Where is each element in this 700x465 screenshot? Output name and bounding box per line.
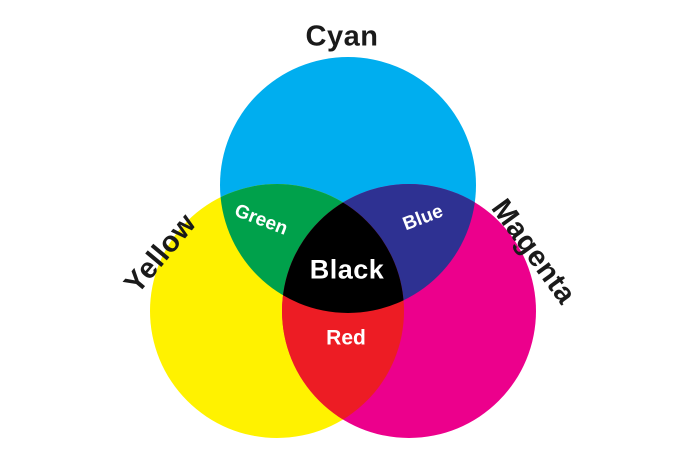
cyan-circle-label: Cyan: [305, 20, 379, 53]
red-region-label: Red: [326, 326, 366, 350]
black-region-label: Black: [309, 254, 385, 285]
